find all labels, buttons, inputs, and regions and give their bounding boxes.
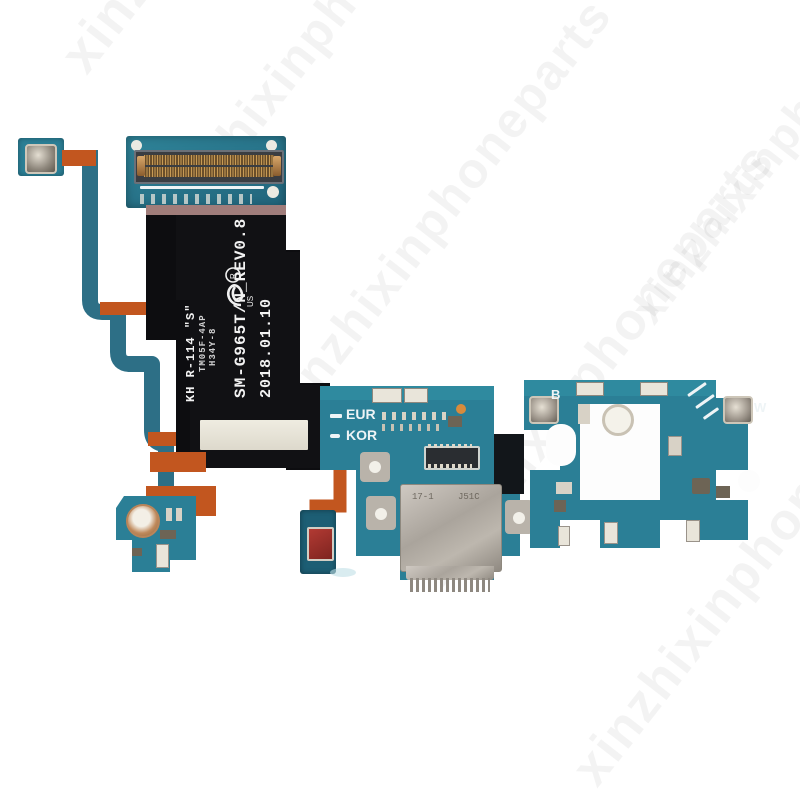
mounting-hole (266, 140, 277, 151)
copper-coil-pad-icon (126, 504, 160, 538)
silkscreen-dash (330, 414, 342, 418)
smd-component (166, 508, 172, 521)
silkscreen-line (140, 186, 264, 189)
smd-component (692, 478, 710, 494)
shield-mount-hole (369, 461, 381, 473)
white-label-sticker (200, 420, 308, 450)
via-pad (456, 404, 466, 414)
spring-contact-icon (723, 396, 753, 424)
smd-component (576, 382, 604, 396)
smd-component (558, 526, 570, 546)
flex-orange-segment (62, 150, 96, 166)
svg-text:R: R (229, 273, 238, 279)
smd-component (404, 388, 428, 403)
connector-end-clip (137, 156, 145, 176)
svg-text:US: US (246, 296, 255, 307)
silkscreen-eur-label: EUR (346, 406, 376, 422)
smd-resistor-row (382, 412, 452, 420)
smd-component (448, 416, 462, 427)
usb-c-pin-teeth (410, 578, 490, 592)
smd-component (604, 522, 618, 544)
smd-component (716, 486, 730, 498)
smd-resistor-row (382, 424, 440, 431)
smd-component (372, 388, 402, 403)
smd-component (686, 520, 700, 542)
smd-component (132, 548, 142, 556)
red-sensor-component (307, 527, 334, 561)
smd-component (156, 544, 169, 568)
sensor-shadow (330, 568, 356, 577)
smd-component (554, 500, 566, 512)
ic-pin-row (428, 444, 472, 448)
spring-contact-icon (529, 396, 559, 424)
smd-component (556, 482, 572, 494)
smd-component (160, 530, 176, 539)
usb-c-marking-left: 17-1 (412, 492, 434, 502)
spring-contact-icon (25, 144, 57, 174)
ic-pin-row (428, 464, 472, 468)
certification-logo-icon: US R (225, 267, 255, 307)
smd-component (578, 404, 590, 424)
shield-mount-hole (375, 508, 387, 520)
smd-component-row (140, 194, 252, 204)
via-pad (738, 470, 760, 492)
connector-pin-row (144, 155, 274, 165)
silkscreen-antenna-w-label: W (754, 400, 767, 415)
mounting-hole (267, 186, 279, 198)
smd-component (640, 382, 668, 396)
connector-end-clip (273, 156, 281, 176)
antenna-contact-ring (602, 404, 634, 436)
connector-pin-row (144, 167, 274, 177)
mounting-hole (131, 140, 142, 151)
usb-c-throat (406, 566, 494, 580)
silkscreen-antenna-b-label: B (551, 387, 561, 402)
usb-c-marking-right: J51C (458, 492, 480, 502)
shield-mount-hole (513, 512, 525, 524)
smd-component (668, 436, 682, 456)
silkscreen-dash (330, 434, 340, 438)
silkscreen-kor-label: KOR (346, 427, 378, 443)
smd-component (176, 508, 182, 521)
board-to-board-connector (134, 150, 284, 184)
